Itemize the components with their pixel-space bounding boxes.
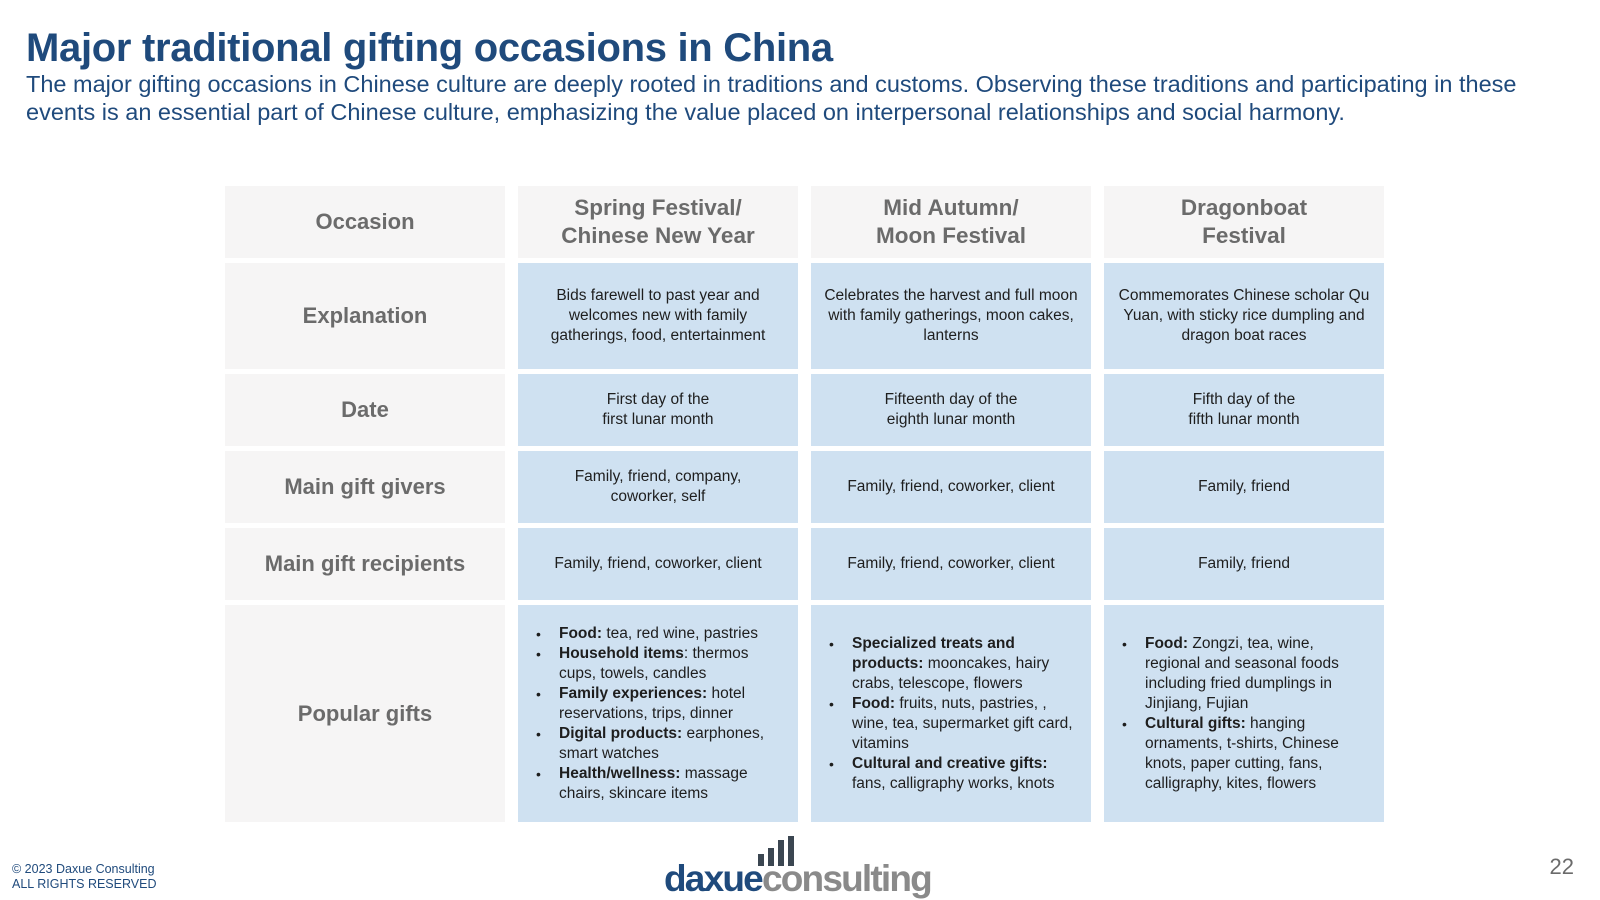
gifts-cell: Food: tea, red wine, pastries Household … [518,605,798,822]
row-label-explanation: Explanation [225,263,505,369]
occasion-header-label: Occasion [225,186,505,258]
gift-category: Food: [559,624,603,642]
gift-item: Digital products: earphones, smart watch… [536,724,782,764]
gifts-cell: Specialized treats and products: mooncak… [811,605,1091,822]
page-title: Major traditional gifting occasions in C… [26,26,833,70]
gift-item: Food: tea, red wine, pastries [536,624,782,644]
gift-item: Food: Zongzi, tea, wine, regional and se… [1122,634,1368,714]
date-cell: First day of the first lunar month [518,374,798,446]
gift-category: Digital products: [559,724,683,742]
gifts-list: Food: tea, red wine, pastries Household … [536,624,782,804]
date-line: Fifth day of the [1192,391,1296,408]
gift-category: Specialized treats and products: [852,634,1015,672]
date-line: Fifteenth day of the [884,391,1018,408]
gift-category: Household items [559,644,684,662]
gift-detail: fruits, nuts, pastries, , wine, tea, sup… [852,694,1073,752]
givers-cell: Family, friend, coworker, client [811,451,1091,523]
row-label-main-gift-givers: Main gift givers [225,451,505,523]
givers-text: Family, friend, company, coworker, self [574,468,742,505]
recipients-cell: Family, friend [1104,528,1384,600]
header-line: Chinese New Year [561,223,755,248]
logo-wordmark: daxueconsulting [664,858,933,900]
gift-detail: tea, red wine, pastries [602,624,758,642]
gift-category: Cultural and creative gifts: [852,754,1048,772]
gift-item: Cultural gifts: hanging ornaments, t-shi… [1122,714,1368,794]
gift-item: Family experiences: hotel reservations, … [536,684,782,724]
page-subtitle: The major gifting occasions in Chinese c… [26,71,1517,125]
row-label-main-gift-recipients: Main gift recipients [225,528,505,600]
gift-item: Specialized treats and products: mooncak… [829,634,1075,694]
gift-item: Cultural and creative gifts: fans, calli… [829,754,1075,794]
header-line: Spring Festival/ [574,195,742,220]
gift-item: Food: fruits, nuts, pastries, , wine, te… [829,694,1075,754]
givers-cell: Family, friend, company, coworker, self [518,451,798,523]
gifts-cell: Food: Zongzi, tea, wine, regional and se… [1104,605,1384,822]
gifting-occasions-table: Occasion Spring Festival/Chinese New Yea… [225,186,1384,822]
column-header-mid-autumn: Mid Autumn/Moon Festival [811,186,1091,258]
page-number: 22 [1549,854,1574,879]
gift-detail: hotel reservations, trips, dinner [559,684,746,722]
row-label-popular-gifts: Popular gifts [225,605,505,822]
gift-detail: earphones, smart watches [559,724,765,762]
rights-line: ALL RIGHTS RESERVED [12,877,157,891]
gift-detail: : thermos cups, towels, candles [559,644,749,682]
gifts-list: Food: Zongzi, tea, wine, regional and se… [1122,634,1368,794]
date-line: First day of the [606,391,710,408]
givers-cell: Family, friend [1104,451,1384,523]
copyright-notice: © 2023 Daxue Consulting ALL RIGHTS RESER… [12,862,157,892]
date-cell: Fifteenth day of the eighth lunar month [811,374,1091,446]
gift-item: Health/wellness: massage chairs, skincar… [536,764,782,804]
logo-wordmark-daxue: daxue [664,858,764,899]
header-line: Moon Festival [875,223,1027,248]
date-line: eighth lunar month [886,411,1016,428]
gift-detail: massage chairs, skincare items [559,764,748,802]
gift-category: Food: [1145,634,1189,652]
recipients-cell: Family, friend, coworker, client [811,528,1091,600]
gifts-list: Specialized treats and products: mooncak… [829,634,1075,794]
explanation-cell: Bids farewell to past year and welcomes … [518,263,798,369]
row-label-date: Date [225,374,505,446]
gift-detail: fans, calligraphy works, knots [852,774,1055,792]
date-line: first lunar month [602,411,714,428]
logo-wordmark-consulting: consulting [761,858,933,899]
date-line: fifth lunar month [1188,411,1300,428]
gift-detail: mooncakes, hairy crabs, telescope, flowe… [852,654,1050,692]
explanation-cell: Celebrates the harvest and full moon wit… [811,263,1091,369]
header-line: Dragonboat [1180,195,1308,220]
gift-detail: hanging ornaments, t-shirts, Chinese kno… [1145,714,1339,792]
gift-category: Cultural gifts: [1145,714,1246,732]
gift-item: Household items: thermos cups, towels, c… [536,644,782,684]
column-header-spring-festival: Spring Festival/Chinese New Year [518,186,798,258]
copyright-line: © 2023 Daxue Consulting [12,862,155,876]
explanation-cell: Commemorates Chinese scholar Qu Yuan, wi… [1104,263,1384,369]
gift-category: Family experiences: [559,684,708,702]
bar-chart-logo-icon [758,836,804,866]
header-line: Festival [1202,223,1286,248]
header-line: Mid Autumn/ [883,195,1019,220]
recipients-cell: Family, friend, coworker, client [518,528,798,600]
gift-category: Food: [852,694,896,712]
daxue-consulting-logo: daxueconsulting [664,836,960,900]
gift-category: Health/wellness: [559,764,681,782]
gift-detail: Zongzi, tea, wine, regional and seasonal… [1145,634,1339,712]
date-cell: Fifth day of the fifth lunar month [1104,374,1384,446]
